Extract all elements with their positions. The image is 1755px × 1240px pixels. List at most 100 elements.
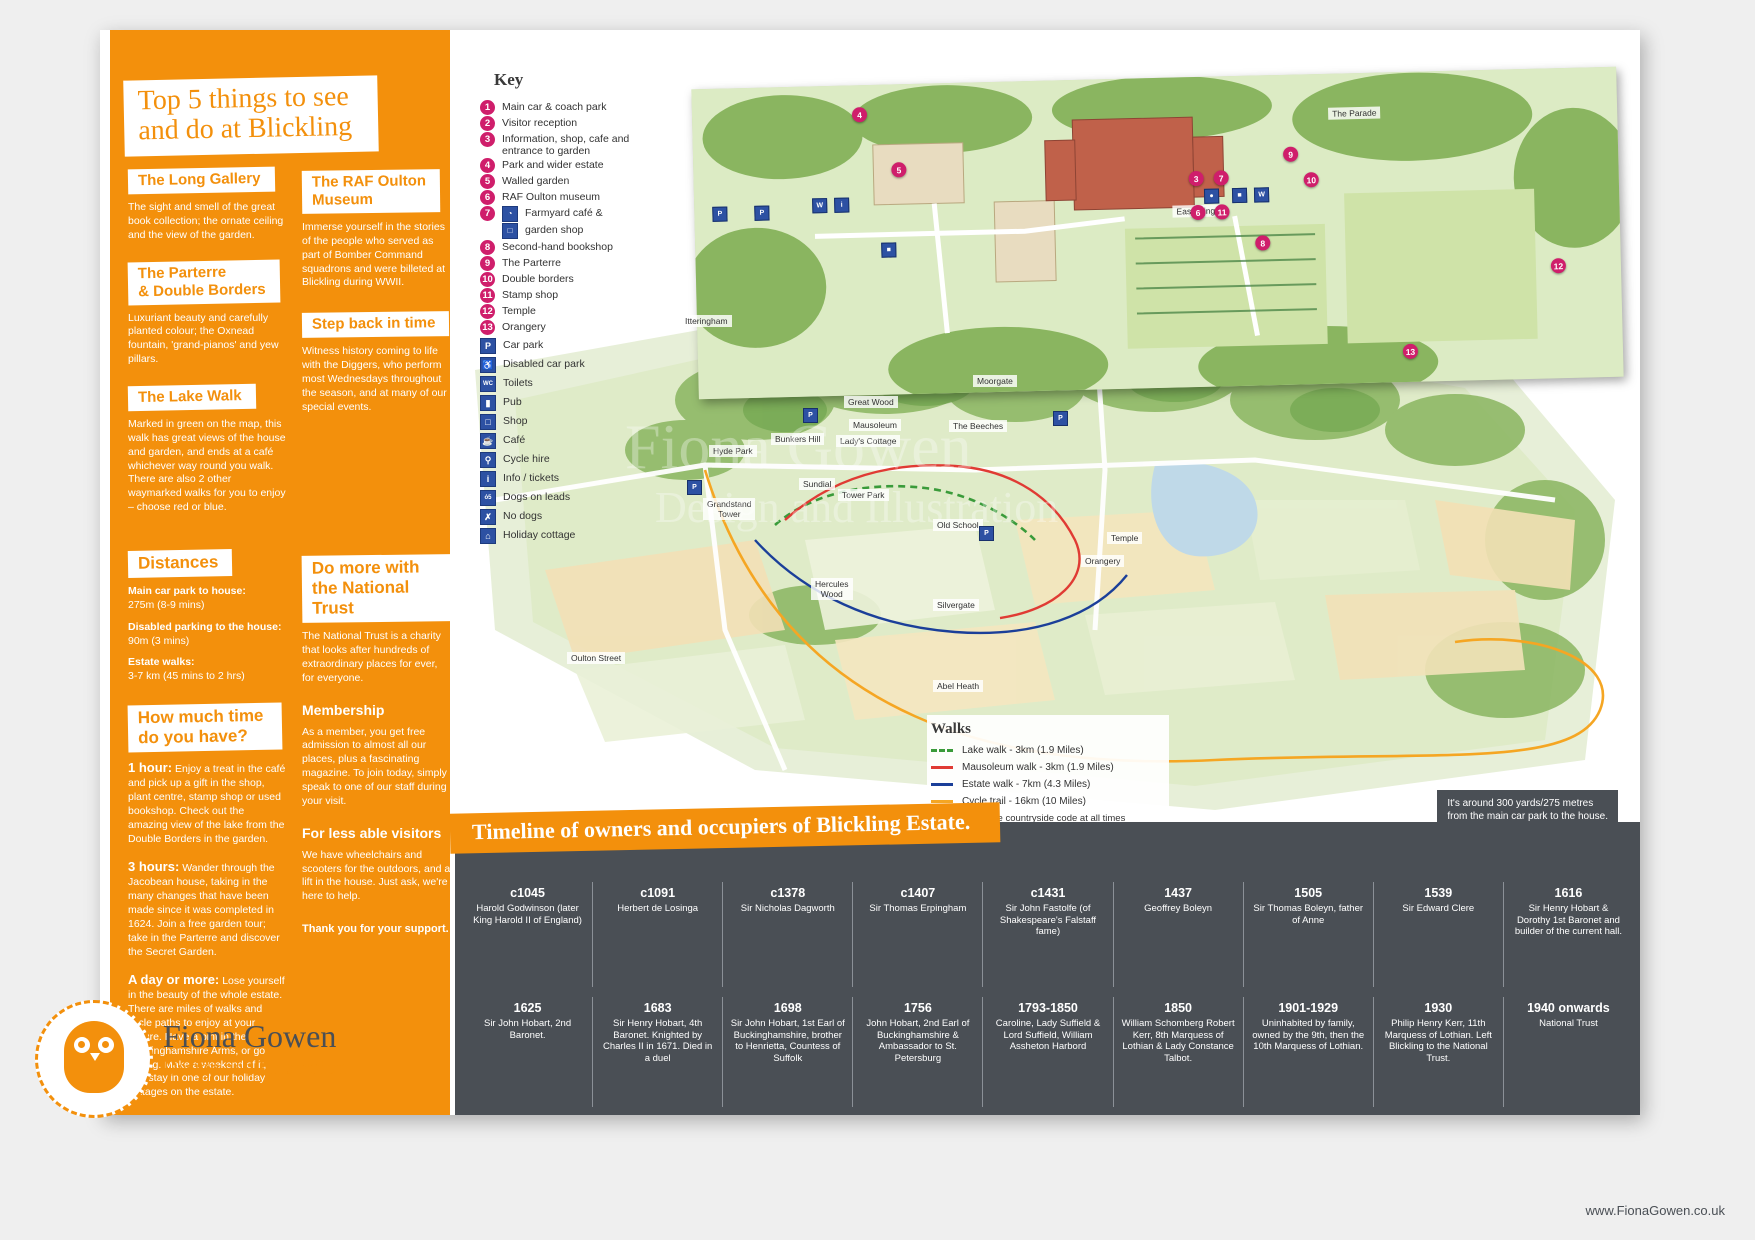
garden-inset-map[interactable]: The Parade East Wing 4 5 9 3 7 10 6 11 8…	[691, 66, 1624, 400]
map-icon-car-park-2[interactable]: P	[754, 205, 770, 221]
map-icon-cafe[interactable]: ●	[1203, 188, 1220, 204]
timeline-name: Sir Thomas Erpingham	[869, 903, 967, 914]
map-icon-car-park-hyde[interactable]: P	[687, 480, 702, 495]
time-option-label: 3 hours:	[128, 859, 180, 875]
key-item-label: RAF Oulton museum	[502, 191, 601, 204]
key-item-label: No dogs	[503, 510, 543, 523]
key-item-label: Park and wider estate	[502, 159, 604, 172]
timeline-name: Sir John Hobart, 1st Earl of Buckinghams…	[730, 1018, 845, 1064]
website-url[interactable]: www.FionaGowen.co.uk	[1585, 1203, 1725, 1218]
timeline-name: Uninhabited by family, owned by the 9th,…	[1252, 1018, 1365, 1053]
timeline-name: Philip Henry Kerr, 11th Marquess of Loth…	[1384, 1018, 1492, 1064]
key-item-pub[interactable]: ▮Pub	[480, 395, 665, 412]
key-item-7[interactable]: 7◔Farmyard café &	[480, 206, 665, 223]
map-icon-car-park[interactable]: P	[712, 206, 728, 222]
less-able-heading: For less able visitors	[302, 824, 442, 841]
key-item-label: Dogs on leads	[503, 491, 571, 504]
membership-heading: Membership	[302, 701, 385, 718]
key-item-label: Double borders	[502, 273, 574, 286]
walks-label-estate: Estate walk - 7km (4.3 Miles)	[962, 779, 1091, 790]
designer-name: Fiona Gowen	[163, 1018, 337, 1054]
walks-label-cycle: Cycle trail - 16km (10 Miles)	[962, 796, 1086, 807]
time-option-day-or-more: A day or more: Lose yourself in the beau…	[128, 971, 286, 1100]
map-icon-info[interactable]: i	[834, 197, 850, 213]
key-item-label: garden shop	[525, 224, 584, 237]
key-item-1[interactable]: 1 Main car & coach park	[480, 100, 665, 115]
timeline-year: c1045	[510, 886, 545, 900]
timeline-year: c1431	[1030, 886, 1066, 900]
designer-tagline: Design and Illustration	[163, 1057, 347, 1079]
time-option-body: Wander through the Jacobean house, takin…	[128, 862, 280, 958]
key-marker-3: 3	[480, 132, 495, 147]
footer-logo[interactable]: Fiona Gowen Design and Illustration	[35, 1000, 475, 1140]
map-icon-toilets[interactable]: W	[812, 198, 828, 214]
timeline-name: Caroline, Lady Suffield & Lord Suffield,…	[995, 1018, 1101, 1053]
map-icon-car-park-beeches[interactable]: P	[1053, 411, 1068, 426]
key-item-label: Cycle hire	[503, 453, 550, 466]
time-option-3-hours: 3 hours: Wander through the Jacobean hou…	[128, 858, 286, 959]
distance-value: 90m (3 mins)	[128, 634, 190, 647]
map-icon-shop[interactable]: ■	[881, 242, 897, 258]
key-item-holiday-cottage[interactable]: ⌂Holiday cottage	[480, 528, 665, 545]
distance-value: 3-7 km (45 mins to 2 hrs)	[128, 670, 245, 683]
map-icon-car-park-old-school[interactable]: P	[979, 526, 994, 541]
key-item-no-dogs[interactable]: ✗No dogs	[480, 509, 665, 526]
info-tickets-icon: i	[480, 471, 496, 488]
timeline-year: 1793-1850	[1018, 1001, 1078, 1015]
section-parterre: The Parterre & Double Borders Luxuriant …	[127, 259, 286, 367]
key-item-cycle-hire[interactable]: ⚲ Cycle hire	[480, 452, 665, 469]
walks-item-estate: Estate walk - 7km (4.3 Miles)	[931, 779, 1161, 790]
owl-icon	[35, 1000, 153, 1118]
distance-disabled-parking: Disabled parking to the house: 90m (3 mi…	[128, 621, 286, 649]
cycle-hire-icon: ⚲	[480, 452, 496, 469]
map-icon-car-park-great-wood[interactable]: P	[803, 408, 818, 423]
timeline-name: Sir Nicholas Dagworth	[740, 903, 835, 914]
key-item-label: The Parterre	[502, 257, 561, 270]
key-item-disabled-car-park[interactable]: ♿Disabled car park	[480, 357, 665, 374]
walks-item-lake: Lake walk - 3km (1.9 Miles)	[931, 745, 1161, 756]
key-marker-6: 6	[480, 190, 495, 206]
key-marker-13: 13	[480, 320, 495, 336]
walks-swatch-cycle	[931, 800, 953, 803]
map-label-itteringham: Itteringham	[681, 315, 732, 327]
key-item-label: Main car & coach park	[502, 101, 607, 113]
key-item-garden-shop[interactable]: □garden shop	[502, 223, 665, 240]
cafe-icon: ☕	[480, 433, 496, 450]
map-icon-shop-2[interactable]: ■	[1231, 187, 1248, 204]
timeline-title: Timeline of owners and occupiers of Blic…	[471, 808, 971, 845]
map-icon-wc[interactable]: W	[1253, 187, 1270, 203]
walks-swatch-estate	[931, 783, 953, 786]
section-heading: The Long Gallery	[127, 166, 275, 195]
callout-line1: It's around 300 yards/275 metres	[1447, 798, 1594, 809]
map-label-mausoleum: Mausoleum	[849, 419, 901, 431]
logo-text: Fiona Gowen Design and Illustration	[163, 1018, 346, 1080]
key-item-shop[interactable]: □Shop	[480, 414, 665, 431]
key-marker-1: 1	[480, 100, 495, 115]
key-item-cafe[interactable]: ☕Café	[480, 433, 665, 450]
key-item-6[interactable]: 6 RAF Oulton museum	[480, 190, 665, 206]
timeline-year: 1539	[1424, 886, 1453, 900]
map-label-sundial: Sundial	[799, 478, 836, 490]
